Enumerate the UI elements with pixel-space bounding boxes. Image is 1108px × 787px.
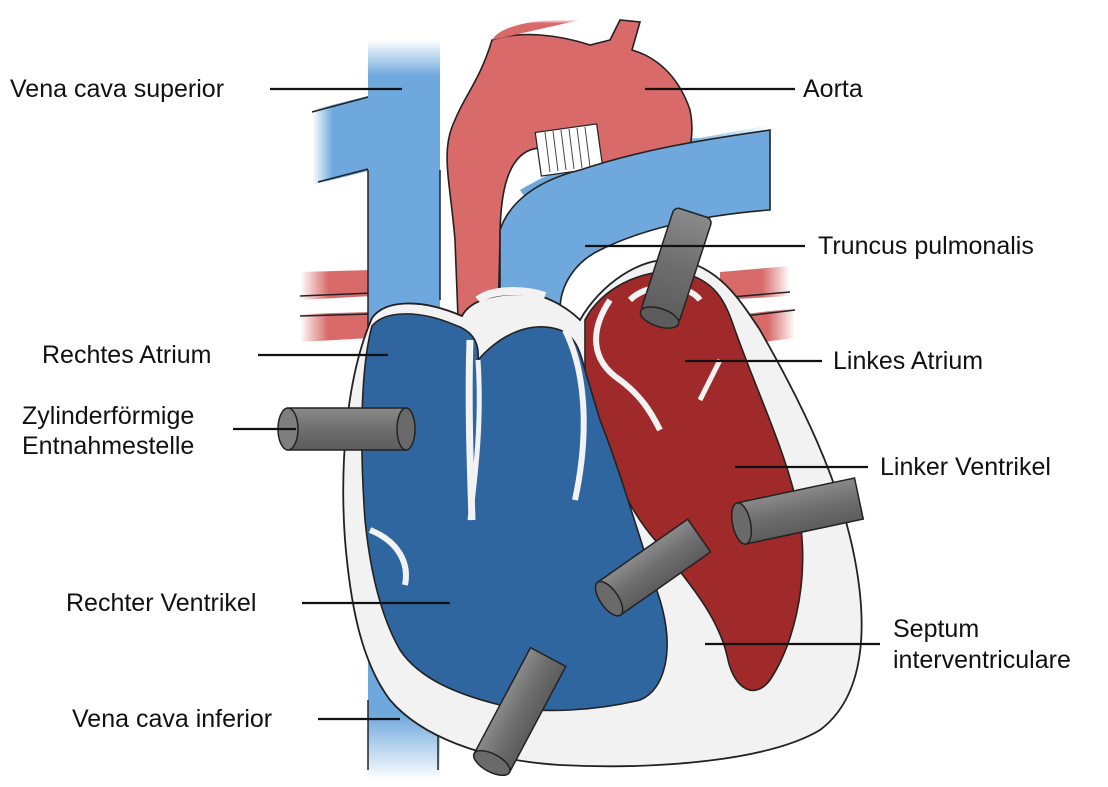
label-vena-cava-superior: Vena cava superior	[10, 75, 224, 104]
label-zylinder-line1: Zylinderförmige	[22, 402, 194, 431]
label-septum-line1: Septum	[893, 615, 979, 644]
sample-cylinder-left	[278, 408, 415, 450]
label-rechtes-atrium: Rechtes Atrium	[42, 341, 212, 370]
label-vena-cava-inferior: Vena cava inferior	[72, 705, 272, 734]
label-linkes-atrium: Linkes Atrium	[833, 347, 983, 376]
label-linker-ventrikel: Linker Ventrikel	[880, 453, 1051, 482]
label-truncus-pulmonalis: Truncus pulmonalis	[818, 232, 1034, 261]
pulmonary-veins-right-side	[300, 270, 372, 342]
label-septum-line2: interventriculare	[893, 646, 1071, 675]
label-rechter-ventrikel: Rechter Ventrikel	[66, 589, 256, 618]
label-aorta: Aorta	[803, 75, 863, 104]
label-zylinder-line2: Entnahmestelle	[22, 432, 194, 461]
